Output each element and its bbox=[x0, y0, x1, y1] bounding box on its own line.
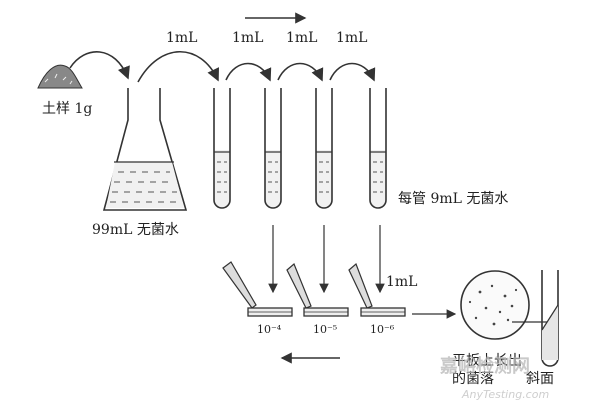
petri-dish-2 bbox=[303, 307, 349, 317]
pipette-1 bbox=[222, 261, 257, 309]
watermark-subtext: AnyTesting.com bbox=[461, 388, 549, 401]
flask-to-tube1-arrow bbox=[137, 50, 219, 83]
transfer-label-1: 1mL bbox=[166, 30, 197, 46]
result-label-line2: 的菌落 bbox=[452, 371, 494, 387]
transfer-label-4: 1mL bbox=[336, 30, 367, 46]
petri-dish-1 bbox=[247, 307, 293, 317]
tube1-to-tube2-arrow bbox=[225, 62, 272, 82]
dilution-label-3: 10⁻⁶ bbox=[370, 323, 395, 336]
dilution-label-1: 10⁻⁴ bbox=[257, 323, 282, 336]
watermark-text: 嘉峪检测网 bbox=[439, 355, 530, 377]
soil-to-flask-arrow bbox=[69, 51, 130, 80]
soil-pile-icon bbox=[37, 64, 83, 89]
slant-label: 斜面 bbox=[526, 371, 554, 387]
tube-water-label: 每管 9mL 无菌水 bbox=[398, 191, 508, 207]
tube2-to-tube3-arrow bbox=[277, 62, 324, 82]
pipette-3 bbox=[348, 262, 373, 309]
erlenmeyer-flask bbox=[102, 88, 188, 211]
transfer-label-3: 1mL bbox=[286, 30, 317, 46]
transfer-label-2: 1mL bbox=[232, 30, 263, 46]
test-tube-1 bbox=[213, 88, 231, 209]
flask-water-label: 99mL 无菌水 bbox=[92, 222, 179, 238]
petri-dish-3 bbox=[360, 307, 406, 317]
test-tube-2 bbox=[264, 88, 282, 209]
slant-tube bbox=[541, 270, 559, 367]
tube3-to-tube4-arrow bbox=[329, 62, 376, 82]
dilution-label-2: 10⁻⁵ bbox=[313, 323, 337, 336]
result-label-line1: 平板上长出 bbox=[452, 353, 522, 369]
test-tube-3 bbox=[315, 88, 333, 209]
plate-transfer-label: 1mL bbox=[386, 274, 417, 290]
soil-sample-label: 土样 1g bbox=[42, 101, 92, 117]
pipette-2 bbox=[286, 263, 312, 309]
colony-plate bbox=[460, 270, 530, 340]
test-tube-4 bbox=[369, 88, 387, 209]
